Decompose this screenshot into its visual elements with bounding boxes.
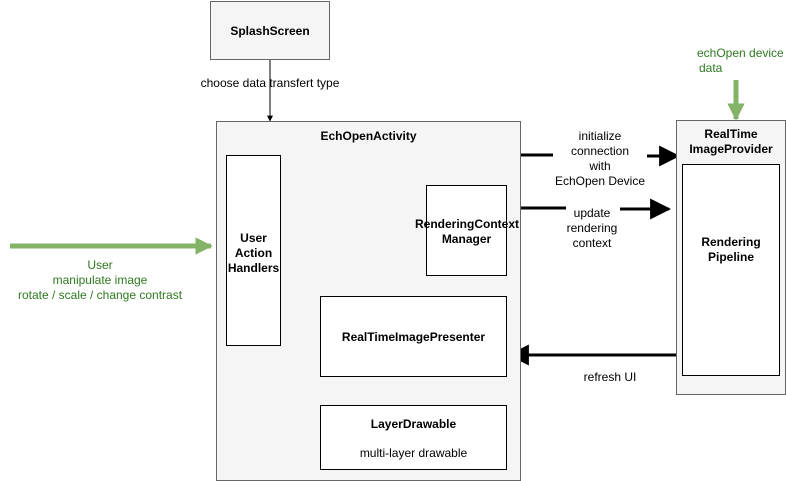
user-action-line-2: Action — [234, 246, 273, 260]
layer-drawable-label: LayerDrawable — [370, 417, 457, 431]
realtime-image-presenter-node: RealTimeImagePresenter — [320, 296, 507, 377]
pipeline-line-1: Rendering — [701, 235, 761, 249]
layer-drawable-node: LayerDrawable multi-layer drawable — [320, 405, 507, 470]
device-data-line-1: echOpen device — [697, 46, 784, 60]
update-line-1: update — [573, 206, 611, 220]
rendering-pipeline-label: Rendering Pipeline — [683, 235, 779, 265]
layer-drawable-sublabel: multi-layer drawable — [359, 446, 468, 460]
init-line-2: connection — [570, 144, 630, 158]
device-data-line-2: data — [699, 61, 723, 75]
splash-screen-label: SplashScreen — [230, 24, 310, 38]
update-line-2: rendering — [566, 221, 618, 235]
rendering-context-line-1: RenderingContext — [415, 217, 520, 231]
edge-label-init: initialize connection with EchOpen Devic… — [545, 129, 655, 189]
user-action-line-3: Handlers — [227, 261, 280, 275]
init-line-3: with — [589, 159, 611, 173]
user-action-line-1: User — [240, 231, 267, 245]
device-data-label: echOpen device data — [690, 46, 786, 76]
user-action-handlers-label: User Action Handlers — [227, 231, 280, 276]
provider-line-1: RealTime — [704, 127, 758, 141]
rendering-context-line-2: Manager — [441, 232, 492, 246]
rendering-context-manager-node: RenderingContext Manager — [415, 185, 519, 276]
echopen-activity-label: EchOpenActivity — [320, 129, 417, 143]
update-line-3: context — [572, 236, 612, 250]
realtime-image-presenter-label: RealTimeImagePresenter — [341, 330, 486, 344]
user-input-line-1: User — [87, 258, 113, 272]
edge-label-choose: choose data transfert type — [200, 76, 340, 90]
init-line-4: EchOpen Device — [554, 174, 646, 188]
user-input-label: User manipulate image rotate / scale / c… — [0, 258, 200, 303]
edge-init-connection — [521, 155, 678, 156]
realtime-image-provider-label: RealTime ImageProvider — [677, 127, 785, 157]
edge-label-refresh: refresh UI — [583, 370, 637, 384]
init-line-1: initialize — [578, 129, 622, 143]
rendering-pipeline-node: Rendering Pipeline — [682, 164, 780, 376]
splash-screen-node: SplashScreen — [210, 1, 330, 60]
user-input-line-3: rotate / scale / change contrast — [17, 288, 183, 302]
rendering-context-manager-label: RenderingContext Manager — [415, 217, 520, 247]
edge-label-update: update rendering context — [552, 206, 632, 251]
user-action-handlers-node: User Action Handlers — [226, 155, 281, 346]
pipeline-line-2: Pipeline — [707, 250, 754, 264]
provider-line-2: ImageProvider — [689, 142, 773, 156]
user-input-line-2: manipulate image — [52, 273, 148, 287]
